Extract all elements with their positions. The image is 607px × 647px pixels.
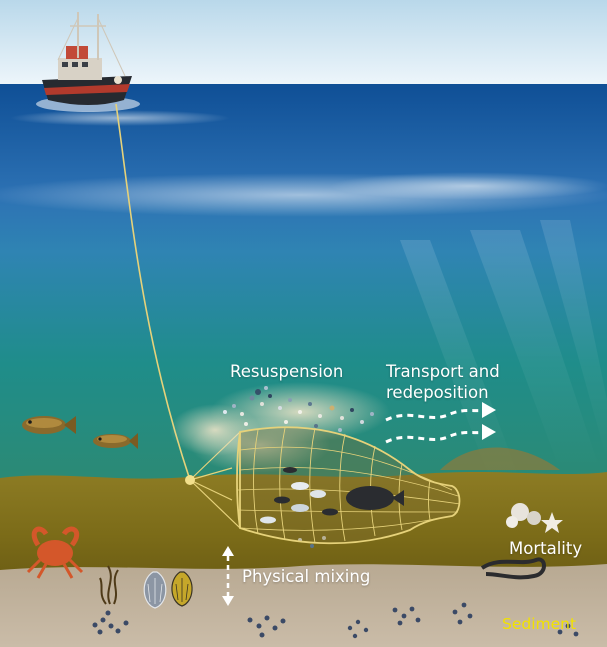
crab-icon	[26, 526, 84, 579]
light-rays	[400, 220, 607, 480]
sediment-particles	[92, 602, 579, 639]
particle-cloud-icon	[223, 386, 374, 548]
seabed	[0, 472, 607, 580]
dashed-arrow-icon	[385, 408, 487, 444]
starfish-icon	[506, 503, 563, 533]
transport-label: Transport and redeposition	[386, 362, 500, 402]
shell-icon	[143, 571, 193, 609]
trawl-net-icon	[236, 426, 461, 545]
physical-mixing-label: Physical mixing	[242, 567, 371, 586]
mortality-label: Mortality	[509, 539, 583, 558]
seaweed-icon	[99, 565, 119, 605]
fish-icon	[93, 433, 138, 449]
fish-icon	[22, 416, 76, 434]
tow-line	[115, 103, 191, 481]
otter-board-icon	[185, 475, 195, 485]
trawler-boat-icon	[36, 12, 140, 112]
mixing-arrow-icon	[222, 546, 234, 606]
eel-icon	[480, 557, 546, 580]
sediment-label: Sediment	[502, 615, 577, 633]
resuspension-label: Resuspension	[230, 362, 344, 381]
